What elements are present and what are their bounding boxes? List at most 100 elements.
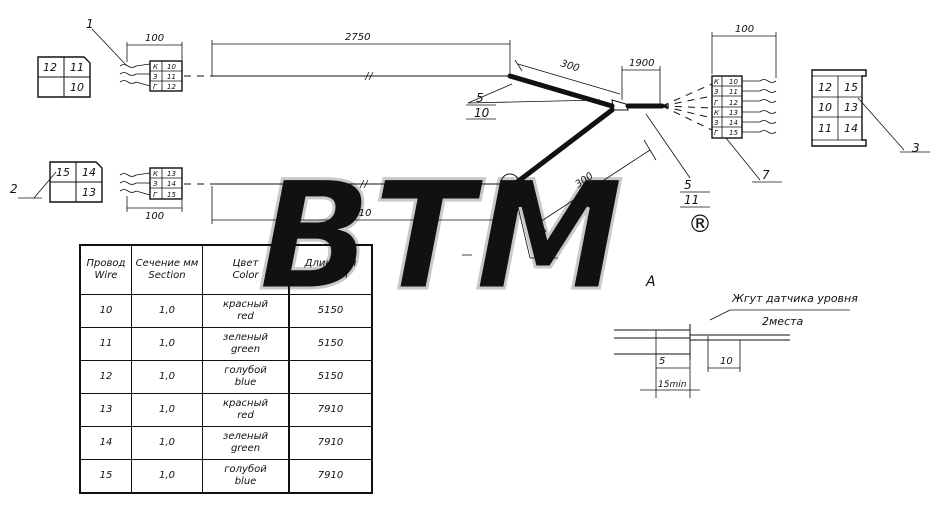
connector-right: К 10 З 11 Г 12 К 13 З 14 Г 15 — [711, 75, 777, 139]
detail-qty: 2места — [762, 315, 804, 328]
pin-top-1-color: З — [153, 73, 158, 81]
pin-right-4-wire: 14 — [729, 119, 738, 127]
callout-2: 2 — [10, 182, 18, 196]
callout-11: 11 — [684, 193, 699, 207]
plug-right-cell-2: 10 — [818, 101, 832, 114]
cell-color-ru: зеленый — [223, 331, 268, 343]
detail-dim-10: 10 — [720, 356, 733, 367]
plug-right-cell-5: 14 — [844, 122, 858, 135]
dim-1900: 1900 — [629, 58, 654, 69]
pin-right-2-color: Г — [714, 99, 719, 107]
detail-harness: 5 10 15min Жгут датчика уровня 2места — [614, 292, 858, 398]
pin-right-1-color: З — [714, 88, 719, 96]
cell-length: 5150 — [288, 294, 373, 328]
cell-length: 5150 — [288, 359, 373, 394]
header-wire-ru: Провод — [86, 258, 126, 269]
callout-7: 7 — [762, 168, 770, 182]
pin-right-0-wire: 10 — [729, 78, 738, 86]
section-a-2: A — [645, 274, 656, 290]
dim-2750: 2750 — [345, 32, 370, 43]
cell-wire: 15 — [79, 458, 132, 494]
header-section-en: Section — [148, 270, 186, 281]
detail-dim-15: 15min — [658, 380, 687, 390]
plug-bottom-cell-0: 15 — [56, 166, 70, 179]
callout-5-lower: 5 — [684, 178, 692, 192]
pin-right-3-wire: 13 — [729, 109, 738, 117]
watermark-registered: ® — [688, 210, 712, 238]
dim-100-right: 100 — [735, 24, 754, 35]
cell-length: 7910 — [288, 392, 373, 427]
header-color-en: Color — [232, 270, 259, 281]
plug-bottom-cell-1: 14 — [82, 166, 96, 179]
cell-length: 5150 — [288, 326, 373, 361]
cell-color-ru: красный — [223, 397, 268, 409]
cell-section: 1,0 — [131, 326, 203, 361]
callout-1: 1 — [86, 17, 94, 31]
cell-length: 7910 — [288, 425, 373, 460]
header-color-ru: Цвет — [232, 258, 259, 269]
pin-right-1-wire: 11 — [729, 88, 738, 96]
cell-color-en: red — [237, 310, 254, 322]
detail-dim-5: 5 — [659, 356, 665, 367]
cell-wire: 12 — [79, 359, 132, 394]
callout-3: 3 — [912, 141, 920, 155]
pin-bottom-0-wire: 13 — [167, 170, 176, 178]
cell-color-en: green — [230, 442, 261, 454]
pin-right-5-wire: 15 — [729, 129, 738, 137]
pin-top-2-color: Г — [153, 83, 158, 91]
pin-right-3-color: К — [714, 109, 720, 117]
detail-label: Жгут датчика уровня — [731, 292, 858, 305]
plug-top-cell-2: 10 — [70, 81, 84, 94]
cell-wire: 11 — [79, 326, 132, 361]
cell-color-ru: голубой — [224, 364, 267, 376]
pin-top-1-wire: 11 — [167, 73, 176, 81]
cell-color-ru: голубой — [224, 463, 267, 475]
dim-100-bottom: 100 — [145, 211, 164, 222]
pin-right-2-wire: 12 — [729, 99, 738, 107]
pin-top-0-wire: 10 — [167, 63, 176, 71]
cell-length: 7910 — [288, 458, 373, 494]
pin-right-4-color: З — [714, 119, 719, 127]
plug-top: 12 11 10 — [37, 56, 91, 98]
plug-top-cell-1: 11 — [70, 61, 84, 74]
cell-wire: 10 — [79, 294, 132, 328]
plug-right-cell-0: 12 — [818, 81, 832, 94]
cell-section: 1,0 — [131, 359, 203, 394]
cell-wire: 13 — [79, 392, 132, 427]
header-section-ru: Сечение мм — [135, 258, 199, 269]
callout-10: 10 — [474, 106, 490, 120]
cell-color-en: red — [237, 409, 254, 421]
dim-100-top: 100 — [145, 33, 164, 44]
cell-section: 1,0 — [131, 294, 203, 328]
cell-color-en: blue — [234, 475, 257, 487]
pin-bottom-2-wire: 15 — [167, 191, 176, 199]
plug-right-cell-1: 15 — [844, 81, 858, 94]
callout-5-upper: 5 — [476, 91, 484, 105]
plug-bottom: 15 14 13 — [49, 161, 103, 203]
plug-right-cell-4: 11 — [818, 122, 832, 135]
dim-5510: 5510 — [346, 208, 371, 219]
pin-top-0-color: К — [153, 63, 159, 71]
cell-color-en: blue — [234, 376, 257, 388]
plug-right-cell-3: 13 — [844, 101, 858, 114]
plug-top-cell-0: 12 — [43, 61, 57, 74]
connector-bottom: К 13 З 14 Г 15 — [119, 167, 183, 200]
dim-300-upper: 300 — [559, 58, 580, 74]
